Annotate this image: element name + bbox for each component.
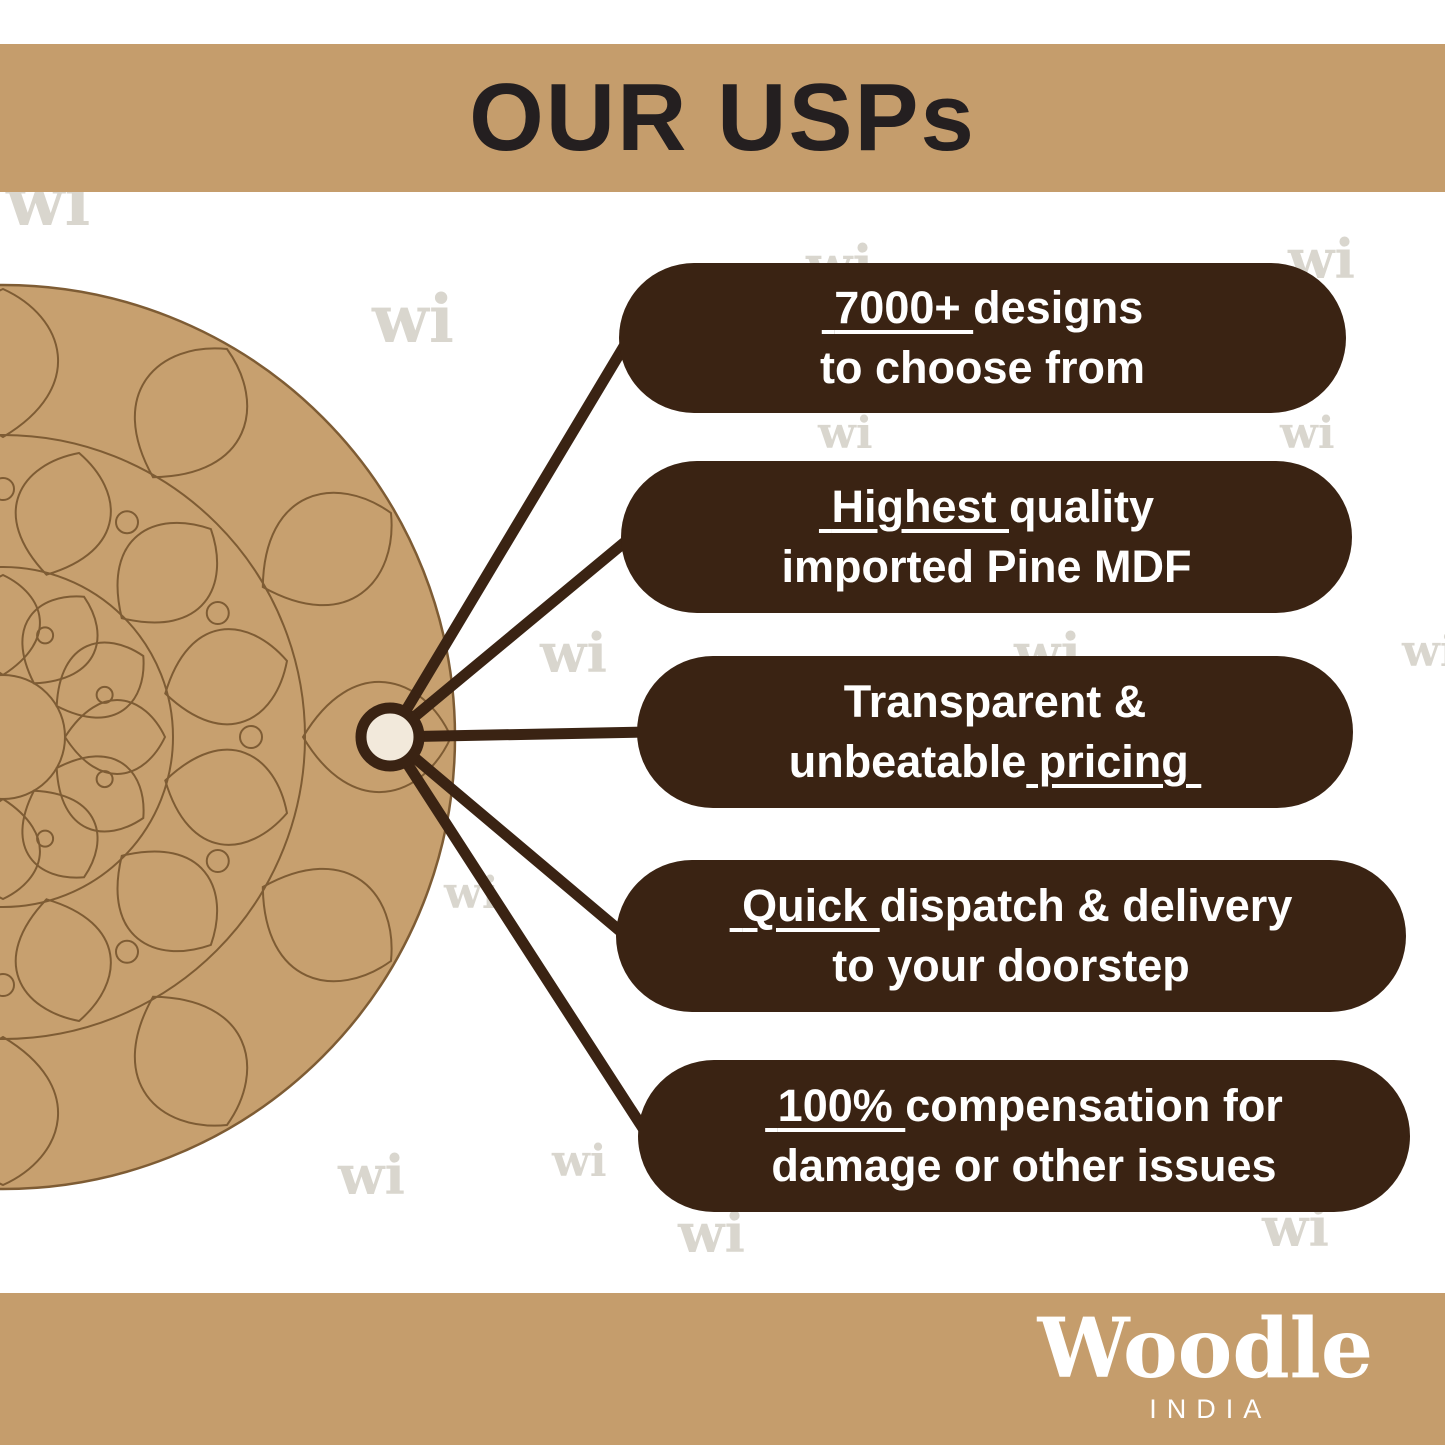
- usp-text-line: damage or other issues: [771, 1140, 1277, 1191]
- usp-text-line: to your doorstep: [832, 940, 1190, 991]
- watermark-text: wi: [1402, 626, 1445, 677]
- footer-band: [0, 1293, 1445, 1445]
- usp-text-line: Quick dispatch & delivery: [729, 879, 1293, 931]
- usp-pill-4: Quick dispatch & delivery to your doorste…: [616, 860, 1406, 1012]
- usp-pill-3: Transparent & unbeatable pricing: [637, 656, 1353, 808]
- header-band: OUR USPs: [0, 44, 1445, 192]
- watermark-text: wi: [1280, 408, 1335, 459]
- watermark-text: wi: [552, 1136, 607, 1187]
- usp-text-line: unbeatable pricing: [788, 736, 1202, 787]
- brand-name: Woodle: [1037, 1300, 1373, 1397]
- usp-text-line: Highest quality: [818, 480, 1155, 532]
- page-title: OUR USPs: [469, 64, 976, 171]
- usp-pill-1: 7000+ designs to choose from: [619, 263, 1346, 413]
- brand-country: INDIA: [1149, 1394, 1272, 1424]
- watermark-text: wi: [678, 1201, 745, 1265]
- usp-text-line: to choose from: [819, 342, 1146, 393]
- usp-text-line: 7000+ designs: [821, 281, 1144, 333]
- usp-pill-2: Highest quality imported Pine MDF: [621, 461, 1352, 613]
- usp-text-line: Transparent &: [843, 675, 1147, 727]
- brand-logo: Woodle INDIA: [1038, 1306, 1373, 1425]
- usp-text-line: 100% compensation for: [765, 1079, 1283, 1131]
- usp-text-line: imported Pine MDF: [781, 541, 1192, 592]
- usp-pill-5: 100% compensation for damage or other iss…: [638, 1060, 1410, 1212]
- watermark-text: wi: [818, 408, 873, 459]
